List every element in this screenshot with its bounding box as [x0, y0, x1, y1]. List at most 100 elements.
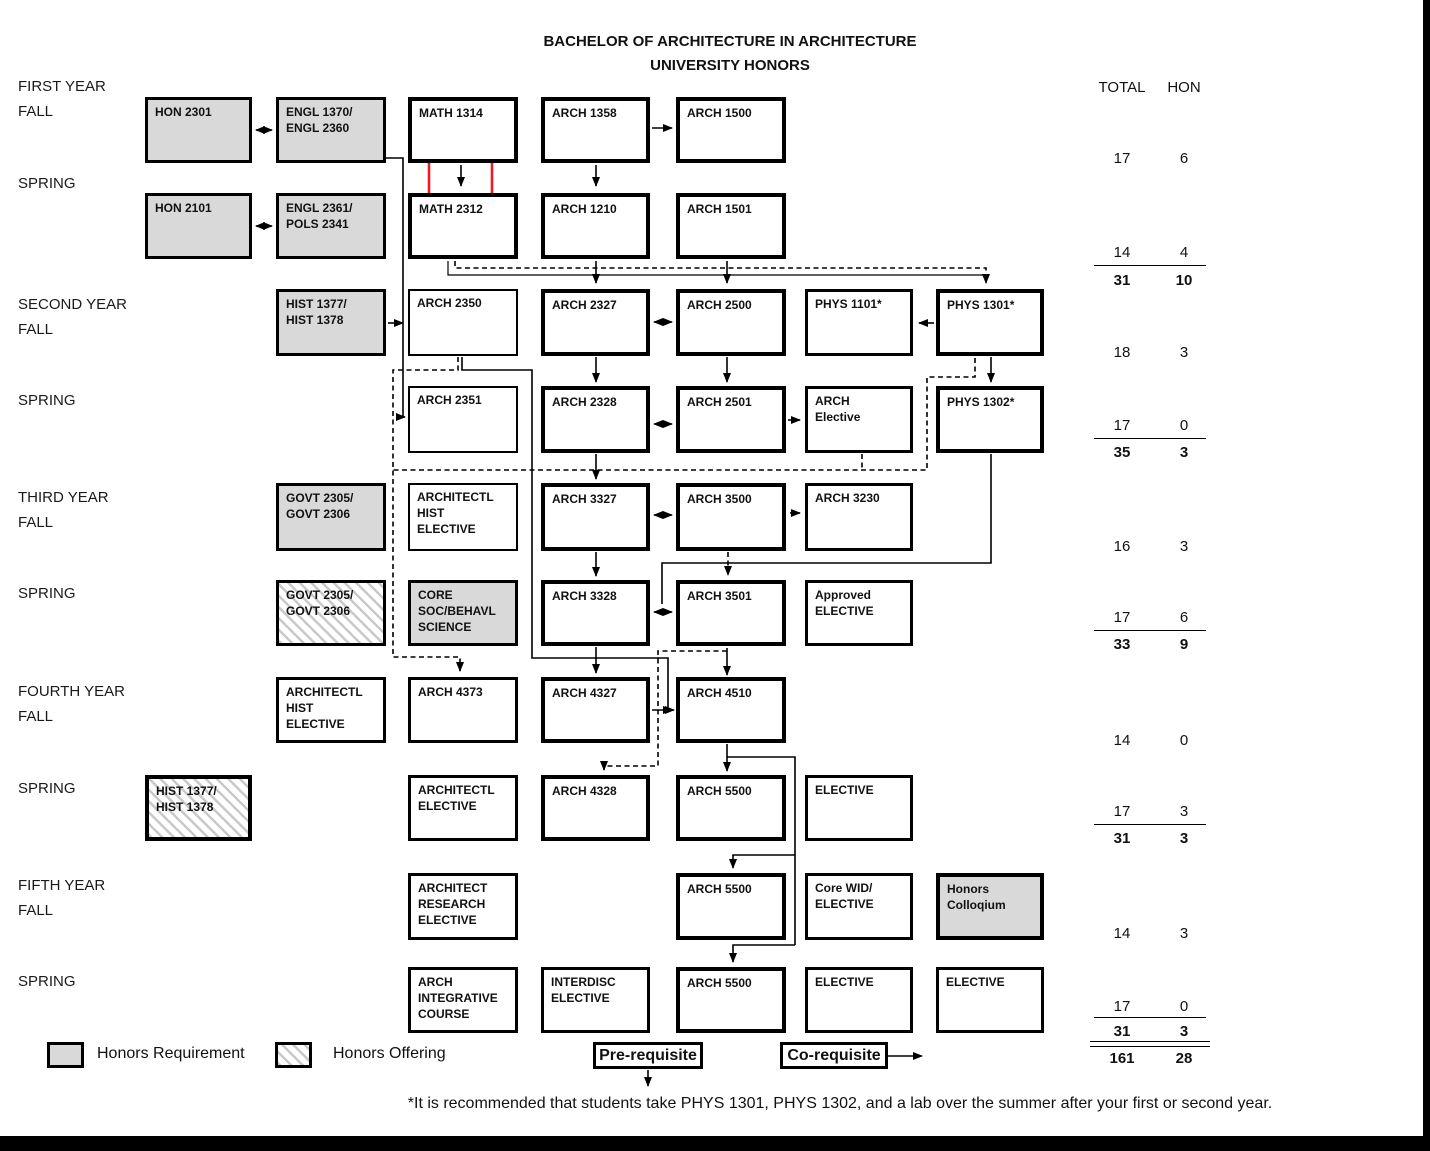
- course-label: POLS 2341: [286, 217, 349, 231]
- course-label: ELECTIVE: [815, 783, 874, 797]
- year-label: SPRING: [18, 780, 76, 797]
- page-subtitle: UNIVERSITY HONORS: [650, 57, 810, 74]
- course-label: PHYS 1302*: [947, 395, 1015, 409]
- honors-credits-value: 6: [1179, 609, 1189, 626]
- course-box-arch-2350: ARCH 2350: [408, 289, 518, 356]
- course-label: HIST 1378: [286, 313, 344, 327]
- total-credits-value: 17: [1113, 150, 1131, 167]
- hon-column-header: HON: [1167, 79, 1201, 96]
- course-box-core-wid-elective: Core WID/ELECTIVE: [805, 873, 913, 940]
- total-credits-value: 14: [1113, 244, 1131, 261]
- course-box-arch-4510: ARCH 4510: [676, 677, 786, 743]
- legend-honors-offering-swatch: [275, 1042, 312, 1068]
- course-box-arch-1358: ARCH 1358: [541, 97, 650, 163]
- total-credits-value: 17: [1113, 803, 1131, 820]
- subtotal-rule: [1094, 438, 1206, 439]
- course-box-arch-2500: ARCH 2500: [676, 289, 786, 356]
- total-credits-value: 17: [1113, 417, 1131, 434]
- course-label: SCIENCE: [418, 620, 472, 634]
- course-box-govt-2305-2306-fall3: GOVT 2305/GOVT 2306: [276, 483, 386, 551]
- course-box-arch-3230: ARCH 3230: [805, 483, 913, 551]
- honors-credits-value: 3: [1179, 344, 1189, 361]
- total-credits-value: 161: [1109, 1050, 1135, 1067]
- course-label: MATH 1314: [419, 106, 483, 120]
- course-label: SOC/BEHAVL: [418, 604, 496, 618]
- subtotal-rule: [1094, 630, 1206, 631]
- course-label: ARCH 2327: [552, 298, 617, 312]
- course-box-elective-spring4: ELECTIVE: [805, 775, 913, 841]
- course-box-engl-2361-pols-2341: ENGL 2361/POLS 2341: [276, 193, 386, 259]
- legend-honors-offering-label: Honors Offering: [333, 1045, 446, 1062]
- total-credits-value: 17: [1113, 609, 1131, 626]
- total-credits-value: 14: [1113, 925, 1131, 942]
- course-box-arch-1501: ARCH 1501: [676, 193, 786, 259]
- year-label: FALL: [18, 902, 54, 919]
- grand-total-rule: [1090, 1041, 1210, 1047]
- course-label: ARCH 1210: [552, 202, 617, 216]
- course-box-arch-2328: ARCH 2328: [541, 386, 650, 453]
- subtotal-rule: [1094, 824, 1206, 825]
- course-label: HIST: [286, 701, 314, 715]
- total-credits-value: 14: [1113, 732, 1131, 749]
- year-label: FALL: [18, 514, 54, 531]
- course-label: ELECTIVE: [815, 897, 874, 911]
- course-label: ARCHITECT: [418, 881, 488, 895]
- course-label: GOVT 2306: [286, 507, 351, 521]
- honors-credits-value: 3: [1179, 444, 1189, 461]
- course-box-arch-5500-spring4: ARCH 5500: [676, 775, 786, 841]
- legend-corequisite-box: Co-requisite: [780, 1042, 888, 1069]
- honors-credits-value: 3: [1179, 538, 1189, 555]
- course-label: Colloqium: [947, 898, 1006, 912]
- year-label: SPRING: [18, 585, 76, 602]
- course-label: GOVT 2306: [286, 604, 351, 618]
- course-label: MATH 2312: [419, 202, 483, 216]
- honors-credits-value: 0: [1179, 417, 1189, 434]
- year-label: SECOND YEAR: [18, 296, 127, 313]
- course-label: HIST 1377/: [286, 297, 347, 311]
- honors-credits-value: 28: [1175, 1050, 1193, 1067]
- course-label: ELECTIVE: [418, 913, 477, 927]
- year-label: SPRING: [18, 175, 76, 192]
- course-box-arch-3500: ARCH 3500: [676, 483, 786, 551]
- course-label: ENGL 1370/: [286, 105, 353, 119]
- honors-credits-value: 3: [1179, 803, 1189, 820]
- course-label: ARCH 5500: [687, 784, 752, 798]
- footnote: *It is recommended that students take PH…: [407, 1095, 1273, 1112]
- course-label: HIST 1378: [156, 800, 214, 814]
- course-label: Approved: [815, 588, 872, 602]
- course-box-arch-4327: ARCH 4327: [541, 677, 650, 743]
- course-label: ARCH 2500: [687, 298, 752, 312]
- course-label: ELECTIVE: [551, 991, 610, 1005]
- course-box-arch-3327: ARCH 3327: [541, 483, 650, 551]
- course-label: PHYS 1301*: [947, 298, 1015, 312]
- course-label: ARCH 3328: [552, 589, 617, 603]
- year-label: FALL: [18, 103, 54, 120]
- course-box-phys-1101: PHYS 1101*: [805, 289, 913, 356]
- page-title: BACHELOR OF ARCHITECTURE IN ARCHITECTURE: [543, 33, 917, 50]
- course-label: CORE: [418, 588, 453, 602]
- course-label: Elective: [815, 410, 861, 424]
- course-label: ARCH 5500: [687, 882, 752, 896]
- course-box-elective-spring5-a: ELECTIVE: [805, 967, 913, 1033]
- course-label: HIST 1377/: [156, 784, 217, 798]
- course-label: ELECTIVE: [815, 975, 874, 989]
- honors-credits-value: 10: [1175, 272, 1193, 289]
- course-label: ARCH 3500: [687, 492, 752, 506]
- course-label: ARCHITECTL: [286, 685, 363, 699]
- course-label: ARCH 3501: [687, 589, 752, 603]
- course-label: ELECTIVE: [946, 975, 1005, 989]
- honors-credits-value: 6: [1179, 150, 1189, 167]
- course-box-arch-5500-fall5: ARCH 5500: [676, 873, 786, 940]
- course-box-engl-1370-2360: ENGL 1370/ENGL 2360: [276, 97, 386, 163]
- year-label: FIRST YEAR: [18, 78, 106, 95]
- course-label: HON 2101: [155, 201, 212, 215]
- course-label: COURSE: [418, 1007, 470, 1021]
- course-label: INTEGRATIVE: [418, 991, 498, 1005]
- year-label: FOURTH YEAR: [18, 683, 125, 700]
- total-credits-value: 35: [1113, 444, 1131, 461]
- course-box-arch-3501: ARCH 3501: [676, 580, 786, 646]
